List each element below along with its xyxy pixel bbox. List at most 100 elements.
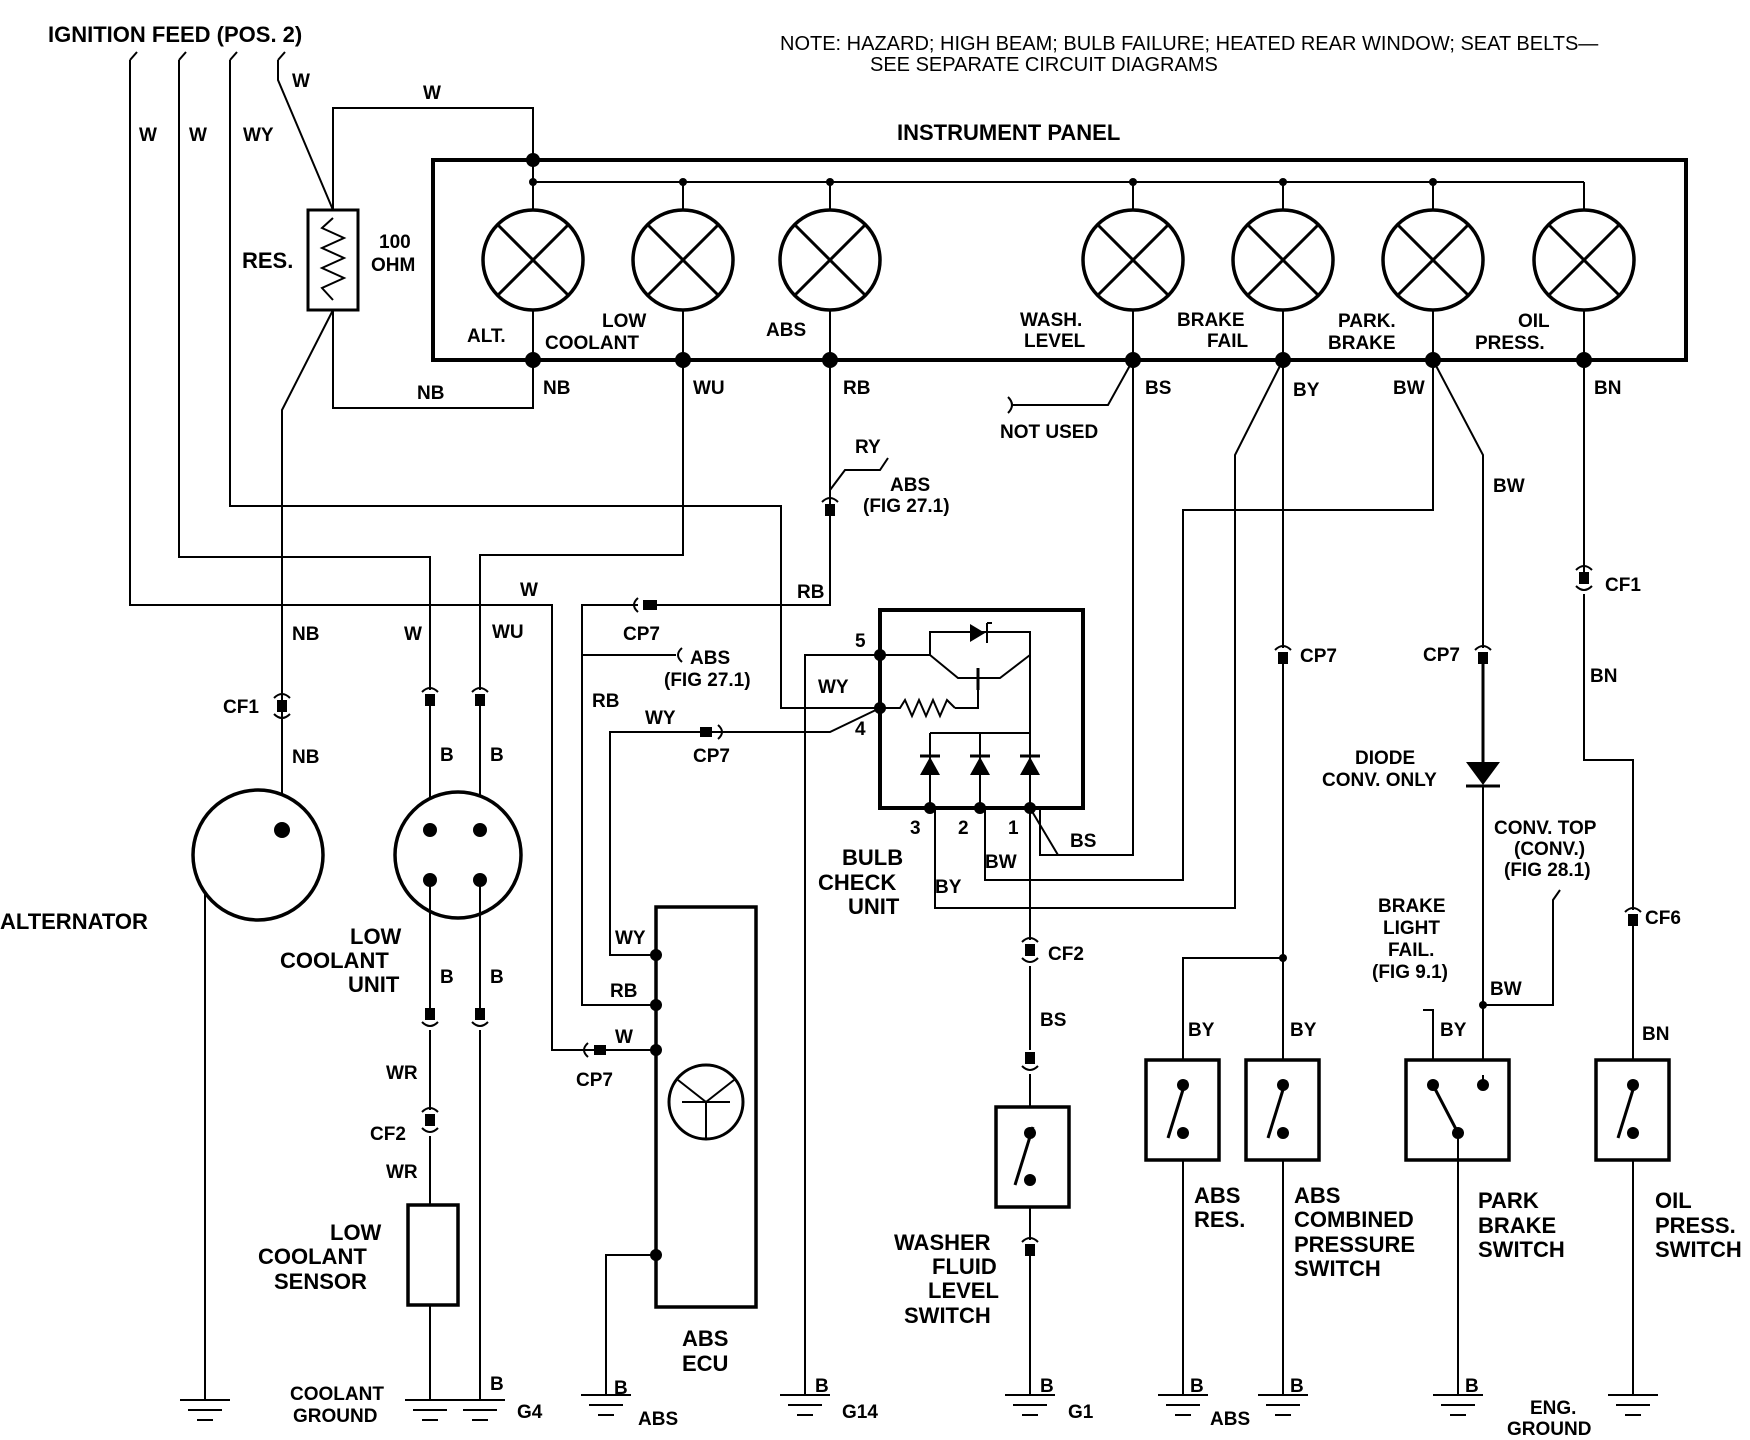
park-label-1: PARK	[1478, 1188, 1539, 1213]
ground-g1: B G1	[1005, 1376, 1094, 1423]
ground-coolant-label-2: GROUND	[293, 1406, 377, 1427]
abs-res-label-2: RES.	[1194, 1207, 1245, 1232]
bulb-alt-label: ALT.	[467, 326, 506, 347]
wire-label-b-park: B	[1465, 1376, 1479, 1397]
wire-label-rb3: RB	[592, 691, 619, 712]
wire-label-rb-ecu: RB	[610, 981, 637, 1002]
bulb-brake-fail-label-1: BRAKE	[1177, 310, 1245, 331]
ground-coolant: B COOLANT GROUND G4	[290, 1374, 543, 1427]
diagram-title: IGNITION FEED (POS. 2)	[48, 22, 302, 47]
pin-5: 5	[855, 631, 866, 652]
wire-label-bn1: BN	[1594, 378, 1621, 399]
abs-ecu-label-2: ECU	[682, 1351, 728, 1376]
wire-label-wy-ecu: WY	[615, 928, 646, 949]
ref-not-used: NOT USED	[1000, 422, 1098, 443]
ground-eng-label-2: GROUND	[1507, 1419, 1591, 1440]
ref-fig271-2: (FIG 27.1)	[664, 670, 751, 691]
wire-label-bn2: BN	[1590, 666, 1617, 687]
wire-label-bw4: BW	[985, 852, 1017, 873]
ground-park: B	[1433, 1376, 1483, 1416]
ground-alternator	[180, 1399, 230, 1421]
ref-brake-light-3: FAIL.	[1388, 940, 1434, 961]
washer-label-2: FLUID	[932, 1254, 997, 1279]
wire-label-b-abspress: B	[1290, 1376, 1304, 1397]
wire-label-bw1: BW	[1393, 378, 1425, 399]
bulb-park-brake: PARK. BRAKE	[1328, 182, 1485, 368]
wire-label-bw2: BW	[1493, 476, 1525, 497]
wire-label-bs1: BS	[1145, 378, 1171, 399]
pin-3: 3	[910, 818, 921, 839]
pin-1: 1	[1008, 818, 1019, 839]
oil-press-switch: OIL PRESS. SWITCH	[1594, 1058, 1742, 1395]
lcu-label-2: COOLANT	[280, 948, 389, 973]
low-coolant-unit: W B B B B LOW COOLANT UNIT	[280, 624, 523, 1027]
ground-g4-label: G4	[517, 1402, 543, 1423]
conn-cp7-3: CP7	[1300, 646, 1337, 667]
wire-label-bn3: BN	[1642, 1024, 1669, 1045]
bulb-wash-level: WASH. LEVEL	[1020, 182, 1185, 368]
ref-abs-2: ABS	[690, 648, 730, 669]
pin-4: 4	[855, 719, 866, 740]
wire-label-b-lcu3: B	[440, 967, 454, 988]
abs-ecu-label-1: ABS	[682, 1326, 728, 1351]
wire-label-b-absres: B	[1190, 1376, 1204, 1397]
lcu-label-3: UNIT	[348, 972, 400, 997]
ground-eng-label-1: ENG.	[1530, 1398, 1576, 1419]
wire-label-b-g14: B	[815, 1376, 829, 1397]
conn-cf1-1: CF1	[223, 697, 259, 718]
wire-label-w5: W	[423, 83, 441, 104]
wire-label-b-lcu1: B	[440, 745, 454, 766]
wire-label-nb4: NB	[292, 747, 319, 768]
bcu-label-1: BULB	[842, 845, 903, 870]
lcs-label-1: LOW	[330, 1220, 382, 1245]
ref-diode-2: CONV. ONLY	[1322, 770, 1437, 791]
wire-label-bs3: BS	[1040, 1010, 1066, 1031]
bulb-low-coolant-label-1: LOW	[602, 311, 646, 332]
wire-g14	[804, 654, 880, 1395]
oil-label-2: PRESS.	[1655, 1213, 1736, 1238]
bcu-label-2: CHECK	[818, 870, 896, 895]
wire-label-w1: W	[139, 125, 157, 146]
wire-label-wr2: WR	[386, 1162, 418, 1183]
bulb-abs-label: ABS	[766, 320, 806, 341]
conn-cp7-4: CP7	[1423, 645, 1460, 666]
conn-cf1-2: CF1	[1605, 575, 1641, 596]
ignition-feed-wires	[129, 51, 880, 1051]
washer-label-1: WASHER	[894, 1230, 991, 1255]
ground-g14-label: G14	[842, 1402, 878, 1423]
ground-abs-label: ABS	[638, 1409, 678, 1430]
ref-conv-top-3: (FIG 28.1)	[1504, 860, 1591, 881]
wire-label-rb2: RB	[797, 582, 824, 603]
bulb-oil-label-1: OIL	[1518, 311, 1550, 332]
park-label-3: SWITCH	[1478, 1237, 1565, 1262]
wire-label-wu1: WU	[693, 378, 725, 399]
bulb-alt: ALT.	[467, 182, 585, 368]
lcs-label-3: SENSOR	[274, 1269, 367, 1294]
wire-label-wy2: WY	[645, 708, 676, 729]
oil-label-1: OIL	[1655, 1188, 1692, 1213]
ref-brake-light-2: LIGHT	[1383, 918, 1440, 939]
conn-cp7-2: CP7	[693, 746, 730, 767]
low-coolant-sensor: WR CF2 WR LOW COOLANT SENSOR	[258, 1030, 481, 1400]
ref-fig271-1: (FIG 27.1)	[863, 496, 950, 517]
bulb-oil-label-2: PRESS.	[1475, 333, 1545, 354]
park-label-2: BRAKE	[1478, 1213, 1556, 1238]
conn-cp7-5: CP7	[576, 1070, 613, 1091]
wire-label-nb2: NB	[543, 378, 570, 399]
wire-bw-bulbcheck	[984, 360, 1434, 881]
conn-cf6: CF6	[1645, 908, 1681, 929]
ref-brake-light-4: (FIG 9.1)	[1372, 962, 1448, 983]
bulb-low-coolant-label-2: COOLANT	[545, 333, 639, 354]
abs-res-switch: BY ABS RES.	[1144, 1020, 1245, 1395]
abs-press-label-2: COMBINED	[1294, 1207, 1414, 1232]
wire-label-by5: BY	[1440, 1020, 1467, 1041]
conn-cf2-1: CF2	[370, 1124, 406, 1145]
conn-cp7-1: CP7	[623, 624, 660, 645]
ground-abs-ecu: B ABS	[581, 1378, 678, 1430]
park-brake-switch: BRAKE LIGHT FAIL. (FIG 9.1) BY PARK BRAK…	[1372, 896, 1565, 1395]
wire-label-ry: RY	[855, 437, 881, 458]
bulb-abs: ABS	[766, 182, 882, 368]
ref-conv-top-1: CONV. TOP	[1494, 818, 1597, 839]
bulb-wash-label-1: WASH.	[1020, 310, 1082, 331]
